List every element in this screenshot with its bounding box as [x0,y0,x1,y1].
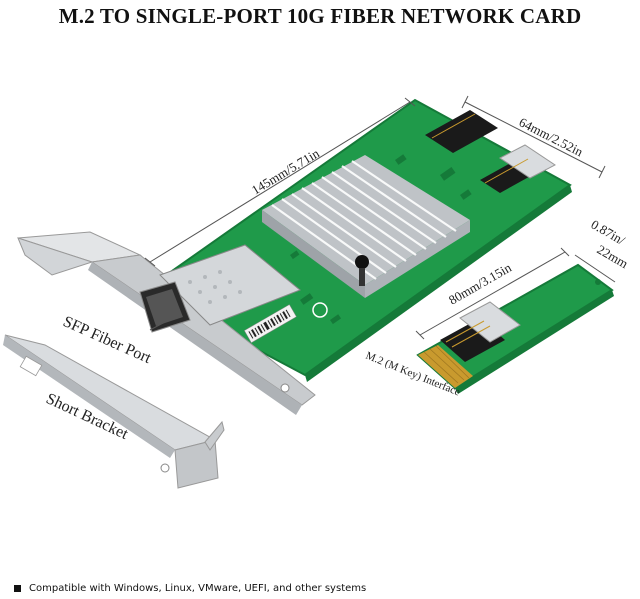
m2-gold-fingers [418,345,473,388]
card-sas-connector [425,110,556,193]
compatibility-text: Compatible with Windows, Linux, VMware, … [29,583,367,594]
m2-width-mm-label: 22mm [595,242,631,272]
cert-mark-icon [312,302,328,318]
m2-width-in-label: 0.87in/ [589,217,628,248]
heatsink [262,155,470,298]
product-illustration: 145mm/5.71in 64mm/2.52in 80mm/3.15in 0.8… [3,95,631,489]
height-dimension-line [464,101,603,173]
bullet-icon [14,585,21,592]
sfp-cage [139,244,301,333]
m2-length-dimension-line [419,251,566,336]
page-title: M.2 TO SINGLE-PORT 10G FIBER NETWORK CAR… [58,4,582,28]
sfp-leader-line [149,321,166,331]
heatsink-pin [355,255,369,269]
sfp-port-label: SFP Fiber Port [60,313,154,367]
barcode-label [244,304,297,344]
m2-width-dimension-line [574,254,616,283]
compatibility-note: Compatible with Windows, Linux, VMware, … [14,583,366,594]
length-dimension-line [149,101,411,263]
pcb-components [290,154,472,325]
card-pcb-edge [305,185,572,382]
m2-sas-connector [440,301,521,362]
dimension-lines [144,95,616,340]
short-bracket [3,334,225,489]
m2-adapter [416,263,614,394]
